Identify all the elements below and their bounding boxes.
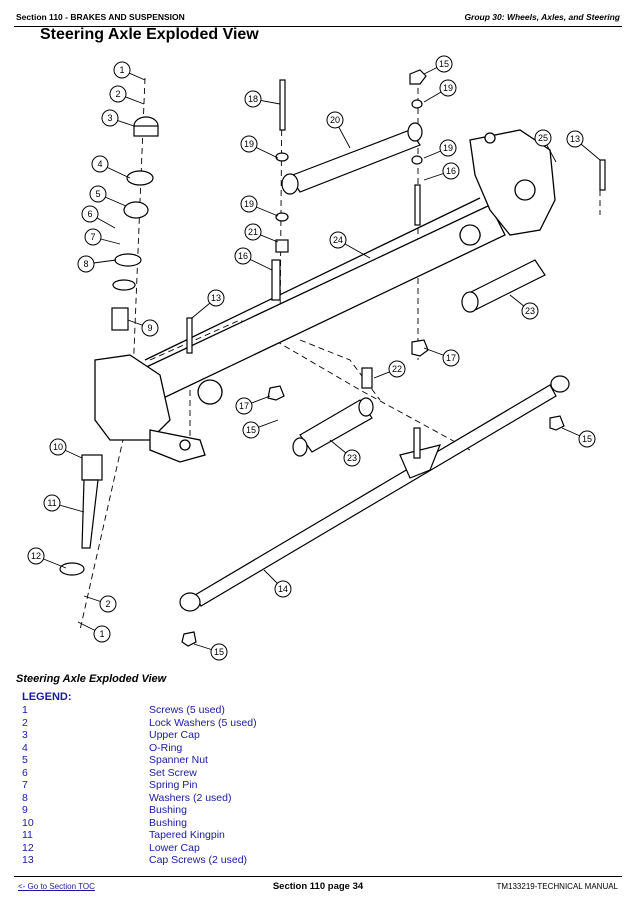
cylinder-20 (281, 122, 423, 195)
callout-3: 3 (107, 113, 112, 123)
callout-19d: 19 (443, 143, 453, 153)
callout-labels: 1 2 3 4 5 6 7 8 9 10 11 12 2 1 18 19 19 … (31, 59, 592, 657)
manual-id: TM133219-TECHNICAL MANUAL (496, 882, 618, 891)
callout-17a: 17 (446, 353, 456, 363)
callout-25: 25 (538, 133, 548, 143)
hardware (181, 69, 606, 647)
callout-5: 5 (95, 189, 100, 199)
callout-15a: 15 (439, 59, 449, 69)
page-footer: <- Go to Section TOC Section 110 page 34… (14, 876, 622, 897)
section-toc-link[interactable]: <- Go to Section TOC (18, 882, 95, 891)
group-label: Group 30: Wheels, Axles, and Steering (464, 12, 620, 22)
exploded-view-diagram: 1 2 3 4 5 6 7 8 9 10 11 12 2 1 18 19 19 … (27, 55, 606, 661)
callout-8: 8 (83, 259, 88, 269)
callout-14: 14 (278, 584, 288, 594)
callout-7: 7 (90, 232, 95, 242)
callout-15b: 15 (246, 425, 256, 435)
axle-beam (139, 197, 506, 405)
callout-24: 24 (333, 235, 343, 245)
callout-18: 18 (248, 94, 258, 104)
callout-23b: 23 (347, 453, 357, 463)
callout-19c: 19 (443, 83, 453, 93)
callout-16a: 16 (238, 251, 248, 261)
callout-13b: 13 (570, 134, 580, 144)
callout-15c: 15 (214, 647, 224, 657)
callout-bubbles (27, 55, 596, 661)
page-title: Steering Axle Exploded View (40, 26, 259, 43)
callout-2b: 2 (105, 599, 110, 609)
callout-9: 9 (147, 323, 152, 333)
page-header: Section 110 - BRAKES AND SUSPENSION Grou… (14, 8, 622, 27)
callout-22: 22 (392, 364, 402, 374)
callout-11: 11 (47, 498, 56, 508)
callout-23a: 23 (525, 306, 535, 316)
cylinder-23-right (461, 259, 546, 313)
callout-16b: 16 (446, 166, 456, 176)
right-spindle (469, 129, 556, 236)
callout-6: 6 (87, 209, 92, 219)
legend-title: LEGEND: (22, 691, 72, 703)
callout-1: 1 (119, 65, 124, 75)
callout-15d: 15 (582, 434, 592, 444)
callout-19a: 19 (244, 139, 254, 149)
callout-1b: 1 (99, 629, 104, 639)
figure-caption: Steering Axle Exploded View (16, 673, 167, 685)
callout-21: 21 (248, 227, 258, 237)
callout-17b: 17 (239, 401, 249, 411)
kingpin-stack (59, 116, 159, 576)
cylinder-23-left (292, 397, 374, 457)
callout-10: 10 (53, 442, 63, 452)
tie-rod-bracket (399, 427, 441, 479)
left-spindle (94, 354, 206, 463)
callout-13a: 13 (211, 293, 221, 303)
callout-20: 20 (330, 115, 340, 125)
callout-19b: 19 (244, 199, 254, 209)
page-number: Section 110 page 34 (272, 881, 364, 892)
callout-12: 12 (31, 551, 41, 561)
section-label: Section 110 - BRAKES AND SUSPENSION (16, 12, 185, 22)
callout-4: 4 (97, 159, 102, 169)
callout-2: 2 (115, 89, 120, 99)
